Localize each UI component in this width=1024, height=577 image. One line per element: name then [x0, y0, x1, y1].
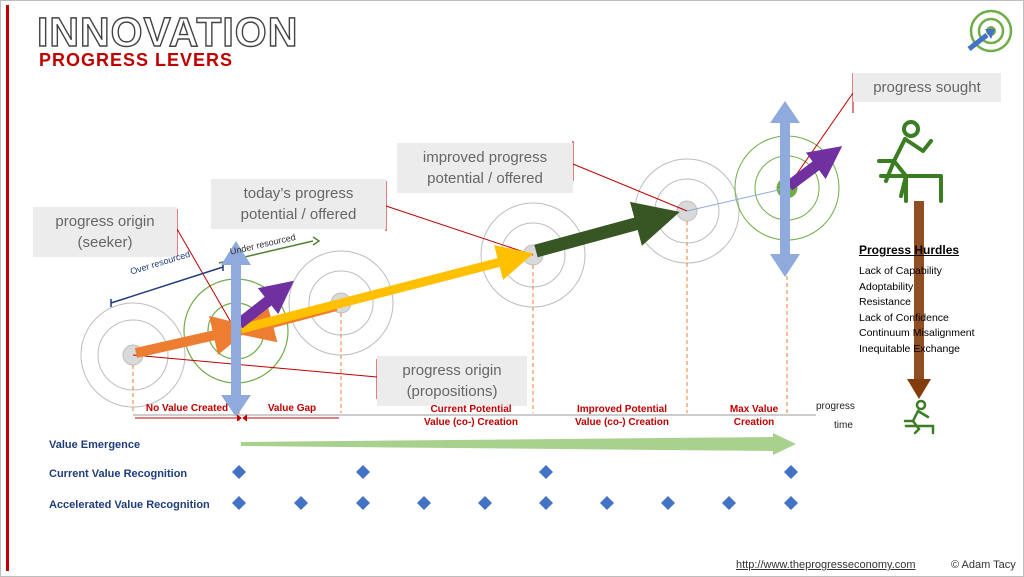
stage-current-potential: Current Potential Value (co-) Creation	[411, 403, 531, 429]
page-subtitle: PROGRESS LEVERS	[39, 50, 234, 70]
hurdle-item: Lack of Confidence	[859, 311, 949, 324]
accelerated-recognition-diamond	[232, 496, 246, 510]
callout-progress-origin-seeker: progress origin (seeker)	[33, 207, 177, 257]
callout-improved-progress: improved progress potential / offered	[397, 143, 573, 193]
row-current-value-recognition: Current Value Recognition	[49, 468, 188, 480]
stage-max-value: Max Value Creation	[716, 403, 792, 429]
stage-improved-potential: Improved Potential Value (co-) Creation	[561, 403, 683, 429]
accelerated-recognition-diamond	[661, 496, 675, 510]
callout-progress-sought: progress sought	[853, 73, 1001, 102]
callout-line: (propositions)	[406, 383, 498, 400]
callout-line: (seeker)	[77, 234, 133, 251]
hurdle-item: Continuum Misalignment	[859, 327, 975, 339]
dark-green-arrow	[534, 201, 680, 258]
callout-line: progress sought	[873, 79, 981, 96]
callout-line: potential / offered	[427, 170, 543, 187]
orange-arrow-seeker	[134, 315, 253, 358]
row-accelerated-value-recognition: Accelerated Value Recognition	[49, 499, 210, 511]
hurdle-item: Inequitable Exchange	[859, 342, 960, 355]
hurdler-icon	[877, 120, 943, 203]
page-title: INNOVATION	[36, 9, 299, 55]
accelerated-recognition-diamond	[478, 496, 492, 510]
callout-line: progress origin	[402, 362, 502, 379]
stage-label-line: Creation	[733, 417, 775, 428]
stage-no-value: No Value Created	[139, 402, 235, 415]
accelerated-recognition-diamond	[722, 496, 736, 510]
stage-label-line: Value (co-) Creation	[424, 417, 518, 428]
callout-line: today’s progress	[243, 185, 354, 202]
callout-line: improved progress	[422, 149, 548, 166]
stage-label-line: Value Gap	[267, 403, 317, 414]
accelerated-recognition-diamond	[784, 496, 798, 510]
value-emergence-arrow	[241, 433, 796, 455]
footer-link[interactable]: http://www.theprogresseconomy.com	[736, 559, 916, 571]
callout-todays-progress: today’s progress potential / offered	[211, 179, 386, 229]
accent-bar	[6, 5, 9, 571]
hurdles-title: Progress Hurdles	[859, 243, 960, 257]
callout-line: progress origin	[55, 213, 155, 230]
current-recognition-diamond	[784, 465, 798, 479]
stage-brackets	[135, 414, 339, 422]
accelerated-recognition-diamond	[356, 496, 370, 510]
blue-double-arrow-current	[221, 241, 251, 417]
target-logo-icon	[967, 9, 1013, 53]
over-resourced-arrow	[110, 263, 224, 307]
current-recognition-diamond	[232, 465, 246, 479]
current-recognition-diamond	[356, 465, 370, 479]
callout-progress-origin-propositions: progress origin (propositions)	[377, 356, 527, 406]
axis-progress-label: progress	[816, 401, 855, 412]
purple-arrow-current	[235, 280, 294, 329]
stage-label-line: Current Potential	[430, 404, 512, 415]
accelerated-recognition-diamond	[294, 496, 308, 510]
current-recognition-diamond	[539, 465, 553, 479]
small-hurdler-icon	[903, 399, 935, 435]
hurdle-arrow	[907, 201, 931, 399]
yellow-arrow	[239, 245, 534, 334]
diamond-markers	[232, 465, 798, 510]
stage-value-gap: Value Gap	[245, 402, 339, 415]
stage-label-line: Value (co-) Creation	[575, 417, 669, 428]
purple-arrow-max	[785, 146, 843, 191]
hurdle-item: Lack of Capability	[859, 265, 942, 277]
stage-label-line: Max Value	[729, 404, 779, 415]
accelerated-recognition-diamond	[600, 496, 614, 510]
stage-label-line: Improved Potential	[576, 404, 667, 415]
blue-double-arrow-max	[770, 101, 800, 277]
axis-time-label: time	[834, 420, 853, 431]
accelerated-recognition-diamond	[539, 496, 553, 510]
hurdles-list: Lack of Capability Adoptability Resistan…	[859, 264, 975, 357]
hurdle-item: Adoptability	[859, 280, 914, 293]
row-value-emergence: Value Emergence	[49, 439, 141, 451]
callout-line: potential / offered	[240, 206, 357, 223]
footer-copyright: © Adam Tacy	[951, 559, 1016, 571]
connector-line	[686, 187, 788, 212]
hurdle-item: Resistance	[859, 296, 911, 308]
stage-label-line: No Value Created	[145, 403, 229, 414]
accelerated-recognition-diamond	[417, 496, 431, 510]
